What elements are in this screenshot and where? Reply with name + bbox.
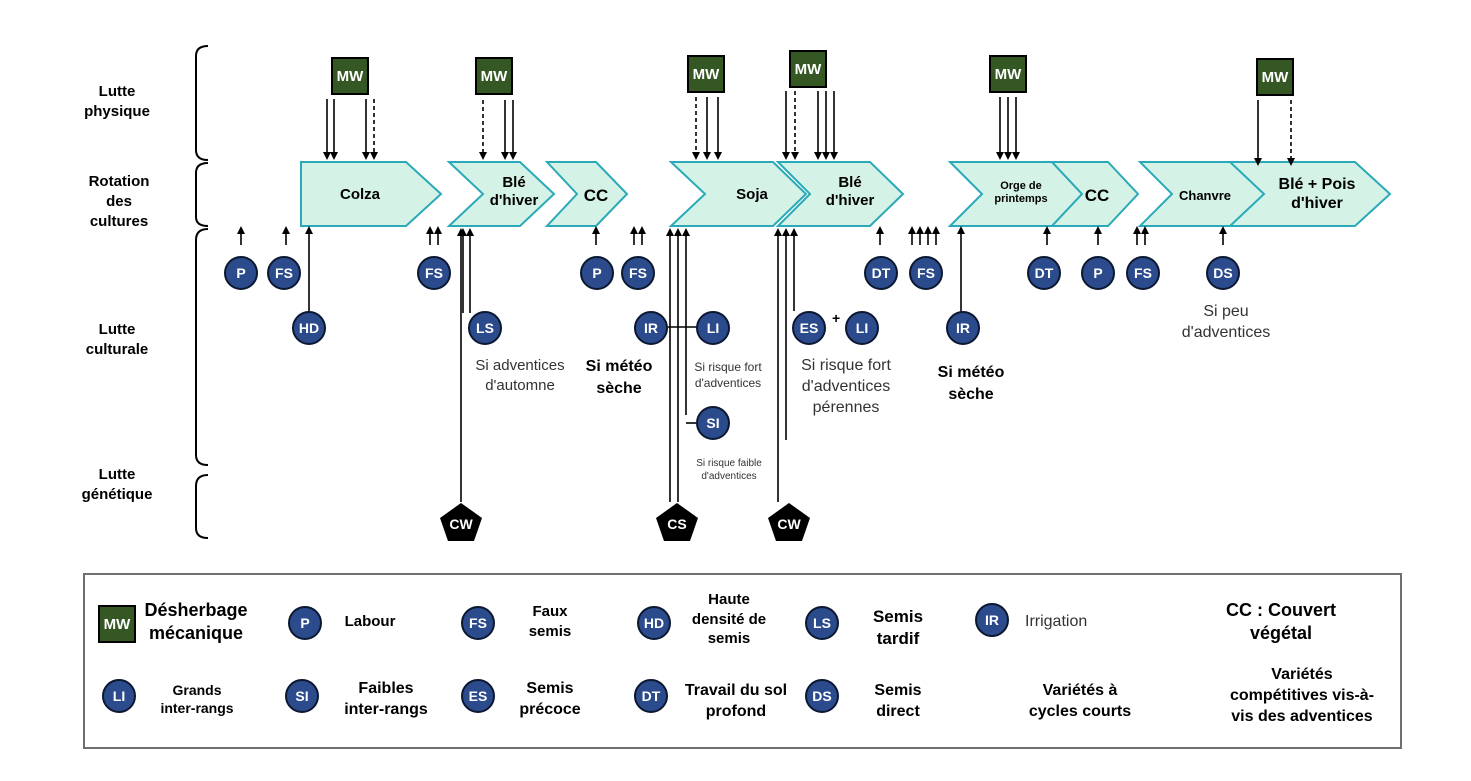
crop-orge: Orge de printemps [994, 180, 1048, 206]
chevron-ble1 [446, 161, 556, 227]
crop-ble-pois: Blé + Pois d'hiver [1278, 176, 1356, 213]
chevron-soja [668, 161, 808, 227]
pentagon-cs-label: CS [667, 516, 686, 532]
legend-cc-label: CC : Couvert végétal [1225, 600, 1336, 644]
legend-mw-box: MW [98, 605, 136, 643]
legend-dt-label: Travail du sol profond [684, 682, 788, 720]
circle-p-1: P [224, 256, 258, 290]
legend-ds-circle: DS [805, 679, 839, 713]
circle-p-3: P [1081, 256, 1115, 290]
note-meteo-2: Si météo sèche [937, 364, 1005, 403]
note-ds: Si peu d'adventices [1181, 303, 1271, 341]
mw-box-2: MW [475, 57, 513, 95]
mw-box-4: MW [789, 50, 827, 88]
chevron-ble2 [775, 161, 905, 227]
row-label-rotation: Rotation des cultures [88, 173, 150, 230]
mw-box-6: MW [1256, 58, 1294, 96]
row-label-physique: Lutte physique [84, 83, 150, 120]
crop-chanvre: Chanvre [1178, 188, 1232, 203]
plus-sign: + [832, 310, 841, 326]
circle-dt-1: DT [864, 256, 898, 290]
crop-ble-1: Blé d'hiver [489, 174, 539, 209]
legend-hd-circle: HD [637, 606, 671, 640]
pentagon-cw-1-label: CW [449, 516, 473, 532]
circle-es: ES [792, 311, 826, 345]
legend-es-label: Semis précoce [519, 680, 581, 718]
circle-ds: DS [1206, 256, 1240, 290]
crop-cc-2: CC [1084, 186, 1110, 205]
legend-ir-circle: IR [975, 603, 1009, 637]
legend-ir-label: Irrigation [1025, 613, 1088, 630]
legend-fs-circle: FS [461, 606, 495, 640]
mw-box-3: MW [687, 55, 725, 93]
row-brackets [195, 45, 209, 539]
circle-fs-1: FS [267, 256, 301, 290]
crop-soja: Soja [736, 186, 768, 203]
legend-hd-label: Haute densité de semis [691, 591, 767, 647]
note-es: Si risque fort d'adventices pérennes [801, 357, 891, 416]
crop-colza: Colza [339, 186, 380, 203]
legend-ds-label: Semis direct [874, 682, 922, 720]
chevron-colza [300, 161, 443, 227]
crop-cc-1: CC [583, 186, 609, 205]
circle-fs-2: FS [417, 256, 451, 290]
legend-fs-label: Faux semis [528, 603, 572, 640]
genetic-lines [457, 228, 798, 502]
pentagon-cw-2-label: CW [777, 516, 801, 532]
circle-fs-4: FS [909, 256, 943, 290]
circle-li-2: LI [845, 311, 879, 345]
circle-li-1: LI [696, 311, 730, 345]
row-label-culturale: Lutte culturale [85, 321, 149, 358]
note-ls: Si adventices d'automne [475, 357, 565, 394]
pentagon-cs [656, 503, 698, 541]
pentagon-cw-2 [768, 503, 810, 541]
circle-si: SI [696, 406, 730, 440]
legend-es-circle: ES [461, 679, 495, 713]
circle-fs-5: FS [1126, 256, 1160, 290]
circle-fs-3: FS [621, 256, 655, 290]
mw-box-5: MW [989, 55, 1027, 93]
legend-dt-circle: DT [634, 679, 668, 713]
note-meteo-1: Si météo sèche [585, 358, 653, 397]
crop-chevrons [300, 161, 1392, 227]
legend-cw-label: Variétés compétitives vis-à- vis des adv… [1229, 666, 1375, 725]
legend-li-label: Grands inter-rangs [160, 682, 234, 717]
legend-ls-label: Semis tardif [872, 607, 924, 649]
circle-ir-2: IR [946, 311, 980, 345]
mw-arrows [323, 91, 1295, 166]
note-si: Si risque faible d'adventices [696, 458, 762, 482]
mw-box-1: MW [331, 57, 369, 95]
legend-li-circle: LI [102, 679, 136, 713]
legend-si-circle: SI [285, 679, 319, 713]
circle-dt-2: DT [1027, 256, 1061, 290]
legend-box: MW Désherbage mécanique P Labour FS Faux… [83, 573, 1402, 749]
pentagon-cw-1 [440, 503, 482, 541]
circle-hd: HD [292, 311, 326, 345]
row-label-genetique: Lutte génétique [81, 466, 153, 503]
circle-ls: LS [468, 311, 502, 345]
chevron-cc2 [1049, 161, 1140, 227]
legend-p-circle: P [288, 606, 322, 640]
legend-mw-label: Désherbage mécanique [144, 600, 248, 644]
note-li: Si risque fort d'adventices [694, 360, 762, 390]
legend-si-label: Faibles inter-rangs [344, 680, 428, 718]
crop-ble-2: Blé d'hiver [825, 174, 875, 209]
circle-p-2: P [580, 256, 614, 290]
legend-ls-circle: LS [805, 606, 839, 640]
legend-p-label: Labour [344, 613, 396, 630]
circle-ir-1: IR [634, 311, 668, 345]
chevron-blepois [1227, 161, 1392, 227]
legend-cs-label: Variétés à cycles courts [1028, 682, 1132, 720]
cultural-arrows [237, 226, 1227, 313]
